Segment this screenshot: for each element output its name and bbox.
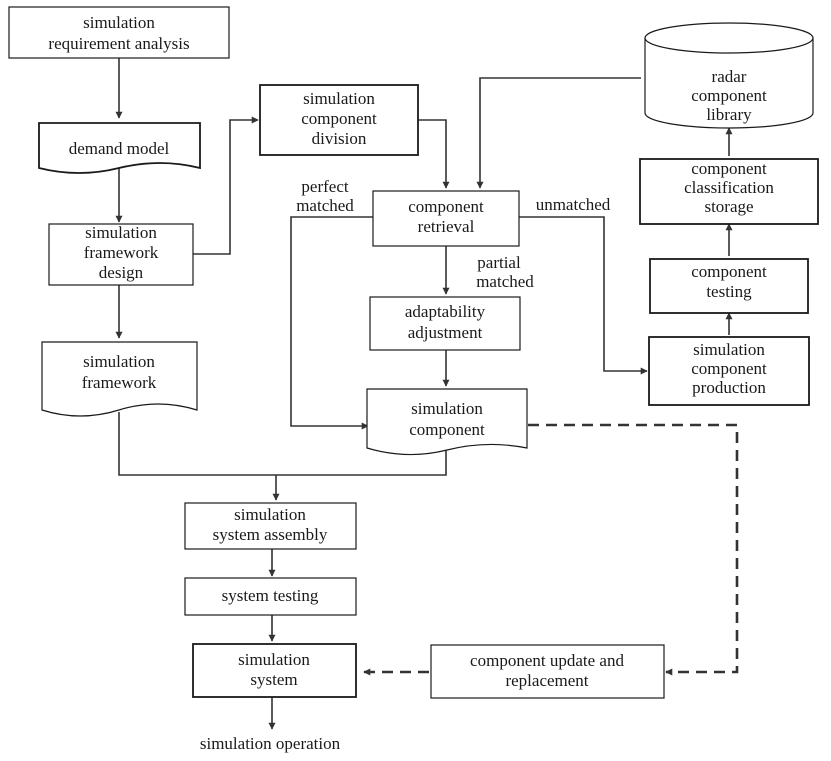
update-replacement-box [430,644,665,699]
framework-design-label-line-2: framework [84,243,159,262]
edge-division-to-retrieval [418,119,450,189]
system-assembly-label-line-1: simulation [234,505,306,524]
edge-framework-to-merge [118,412,276,476]
edge-retrieval-perfect-to-component [290,216,373,430]
component-production-label-line-2: component [691,359,767,378]
perfect-matched-label-line-2: matched [296,196,354,215]
demand-model-document-shape [38,122,201,174]
radar-library-label-line-1: radar [712,67,747,86]
requirement-analysis-label-line-1: simulation [83,13,155,32]
adaptability-adjustment-label-line-1: adaptability [405,302,486,321]
system-assembly-label-line-2: system assembly [213,525,328,544]
component-testing-box [649,258,809,314]
component-retrieval-label-line-1: component [408,197,484,216]
adaptability-adjustment-box [369,296,521,351]
edge-retrieval-unmatched-to-production [519,216,648,375]
node-labels: simulation requirement analysis demand m… [48,13,774,753]
update-replacement-label-line-1: component update and [470,651,624,670]
edge-labels: perfect matched partial matched unmatche… [296,177,611,291]
framework-design-label-line-1: simulation [85,223,157,242]
partial-matched-label-line-2: matched [476,272,534,291]
component-testing-label-line-1: component [691,262,767,281]
radar-library-cylinder-top-edge [644,37,814,54]
simulation-system-box [192,643,357,698]
simulation-system-label-line-1: simulation [238,650,310,669]
component-division-box [259,84,419,156]
component-retrieval-box [372,190,520,247]
system-testing-label: system testing [222,586,319,605]
classification-storage-box [639,158,819,225]
component-production-label-line-1: simulation [693,340,765,359]
demand-model-label: demand model [69,139,170,158]
radar-library-label-line-2: component [691,86,767,105]
simulation-component-label-line-1: simulation [411,399,483,418]
component-testing-label-line-2: testing [706,282,752,301]
radar-library-label-line-3: library [706,105,752,124]
adaptability-adjustment-label-line-2: adjustment [408,323,483,342]
component-production-box [648,336,810,406]
classification-storage-label-line-2: classification [684,178,774,197]
framework-label-line-2: framework [82,373,157,392]
component-production-label-line-3: production [692,378,766,397]
framework-design-label-line-3: design [99,263,144,282]
component-retrieval-label-line-2: retrieval [418,217,475,236]
system-testing-box [184,577,357,616]
component-division-label-line-1: simulation [303,89,375,108]
component-division-label-line-2: component [301,109,377,128]
requirement-analysis-box [8,6,230,59]
framework-design-box [48,223,194,286]
component-division-label-line-3: division [312,129,367,148]
connectors [115,58,739,730]
simulation-component-document-shape [366,388,528,456]
edge-framework-design-to-division [193,116,259,255]
simulation-system-label-line-2: system [250,670,297,689]
edge-component-to-merge [276,448,447,476]
simulation-operation-label: simulation operation [200,734,341,753]
requirement-analysis-label-line-2: requirement analysis [48,34,189,53]
simulation-component-label-line-2: component [409,420,485,439]
classification-storage-label-line-1: component [691,159,767,178]
framework-document-shape [41,341,198,417]
system-assembly-box [184,502,357,550]
update-replacement-label-line-2: replacement [505,671,588,690]
node-shapes [8,6,819,699]
perfect-matched-label-line-1: perfect [301,177,348,196]
unmatched-label: unmatched [536,195,611,214]
framework-label-line-1: simulation [83,352,155,371]
partial-matched-label-line-1: partial [477,253,521,272]
edge-library-to-retrieval [476,77,641,189]
edge-component-to-update-dashed [528,423,739,676]
classification-storage-label-line-3: storage [704,197,753,216]
